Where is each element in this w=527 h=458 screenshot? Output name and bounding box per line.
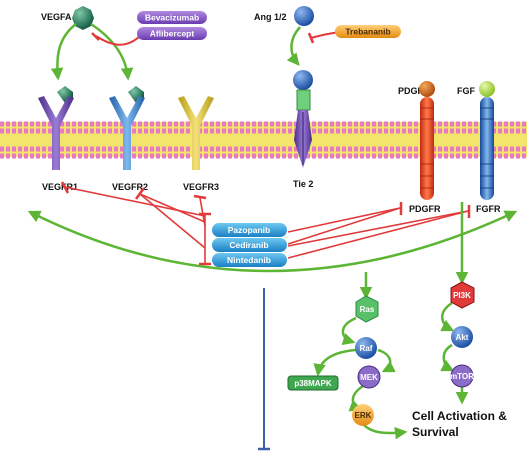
- ang-label: Ang 1/2: [254, 12, 287, 22]
- node-akt: Akt: [451, 326, 473, 348]
- svg-text:p38MAPK: p38MAPK: [294, 379, 332, 388]
- outcome-label: Cell Activation & Survival: [412, 409, 507, 439]
- svg-text:Trebananib: Trebananib: [345, 27, 390, 37]
- svg-text:mTOR: mTOR: [450, 372, 474, 381]
- pdgfr-receptor: PDGF PDGFR: [398, 81, 441, 214]
- vegfa-ligand: VEGFA: [41, 6, 94, 30]
- node-mek: MEK: [357, 365, 381, 389]
- nintedanib-pill: Nintedanib: [212, 253, 287, 267]
- svg-text:VEGFR1: VEGFR1: [42, 182, 78, 192]
- vegfr3-receptor: VEGFR3: [178, 96, 219, 192]
- vegfr2-receptor: VEGFR2: [109, 86, 148, 192]
- ang-to-tie2-arrow: [286, 26, 301, 66]
- svg-text:Cediranib: Cediranib: [229, 240, 268, 250]
- svg-text:Cell Activation &: Cell Activation &: [412, 409, 507, 423]
- blue-downstream-line: [258, 288, 270, 451]
- ang-ligand: Ang 1/2: [254, 6, 314, 26]
- svg-text:Raf: Raf: [360, 344, 373, 353]
- vegfr1-receptor: VEGFR1: [38, 86, 78, 192]
- signal-arc-arrow: [27, 210, 518, 273]
- trebananib-pill: Trebananib: [335, 25, 401, 38]
- vegfa-inhibit-curve: [95, 35, 141, 46]
- svg-text:Aflibercept: Aflibercept: [150, 29, 195, 39]
- bevacizumab-pill: Bevacizumab: [137, 11, 207, 24]
- svg-text:Pazopanib: Pazopanib: [228, 225, 271, 235]
- pdgf-ligand-icon: [419, 81, 435, 97]
- vegfa-label: VEGFA: [41, 12, 72, 22]
- vegfa-to-vegfr1-arrow: [50, 23, 77, 81]
- svg-text:Bevacizumab: Bevacizumab: [145, 13, 199, 23]
- svg-text:MEK: MEK: [360, 373, 378, 382]
- node-raf: Raf: [355, 337, 377, 359]
- cell-membrane: [0, 121, 527, 159]
- fgf-label: FGF: [457, 86, 475, 96]
- vegfa-to-vegfr2-arrow: [90, 22, 134, 81]
- fgf-ligand-icon: [479, 81, 495, 97]
- cediranib-pill: Cediranib: [212, 238, 287, 252]
- svg-text:ERK: ERK: [355, 411, 372, 420]
- fgfr-receptor: FGF FGFR: [457, 81, 501, 214]
- svg-text:Ras: Ras: [360, 305, 375, 314]
- svg-text:PDGFR: PDGFR: [409, 204, 441, 214]
- svg-text:Nintedanib: Nintedanib: [227, 255, 271, 265]
- node-pi3k: PI3K: [450, 281, 475, 309]
- svg-text:Akt: Akt: [456, 333, 469, 342]
- svg-text:VEGFR2: VEGFR2: [112, 182, 148, 192]
- pazopanib-pill: Pazopanib: [212, 223, 287, 237]
- svg-text:FGFR: FGFR: [476, 204, 501, 214]
- svg-text:Tie 2: Tie 2: [293, 179, 313, 189]
- pdgf-label: PDGF: [398, 86, 424, 96]
- vegfa-hexagon-icon: [72, 6, 94, 30]
- aflibercept-pill: Aflibercept: [137, 27, 207, 40]
- svg-text:PI3K: PI3K: [453, 291, 471, 300]
- node-p38mapk: p38MAPK: [287, 375, 339, 391]
- node-mtor: mTOR: [450, 364, 474, 388]
- ang-circle-icon: [294, 6, 314, 26]
- node-ras: Ras: [355, 295, 379, 323]
- svg-text:Survival: Survival: [412, 425, 459, 439]
- node-erk: ERK: [352, 404, 374, 426]
- tie2-receptor: Tie 2: [293, 70, 313, 189]
- svg-text:VEGFR3: VEGFR3: [183, 182, 219, 192]
